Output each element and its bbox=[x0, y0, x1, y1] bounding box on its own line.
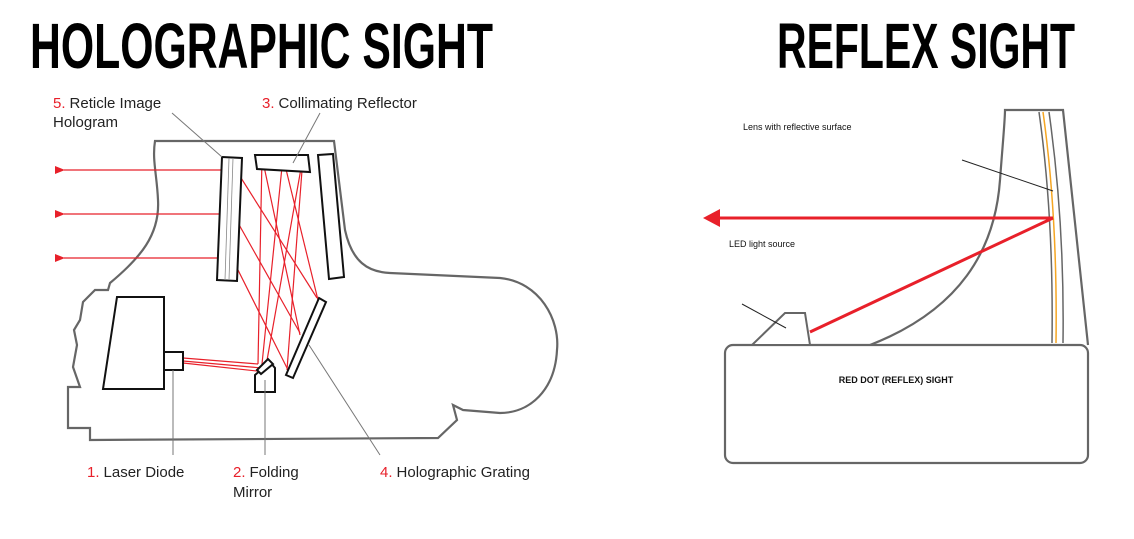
collimating-reflector bbox=[253, 154, 312, 174]
label-led: LED light source bbox=[729, 239, 795, 249]
label-holographic-grating: 4.Holographic Grating bbox=[380, 464, 530, 481]
beam-arrowhead-icon bbox=[703, 209, 720, 227]
reflex-lens-housing bbox=[869, 108, 1090, 347]
laser-diode bbox=[163, 351, 184, 371]
label-laser-diode: 1.Laser Diode bbox=[87, 464, 184, 481]
led-beam bbox=[809, 216, 1054, 334]
reticle-hologram bbox=[215, 155, 244, 283]
led-light-source bbox=[749, 312, 812, 346]
laser-rays bbox=[55, 156, 319, 373]
holographic-housing bbox=[66, 139, 559, 442]
holographic-title: HOLOGRAPHIC SIGHT bbox=[30, 10, 493, 82]
label-collimating-reflector: 3.Collimating Reflector bbox=[262, 95, 417, 112]
reflex-title: REFLEX SIGHT bbox=[777, 10, 1075, 82]
label-folding-mirror: 2.Folding bbox=[233, 464, 299, 481]
reflective-coating bbox=[1042, 111, 1057, 344]
label-lens: Lens with reflective surface bbox=[743, 122, 852, 132]
label-reticle-hologram: 5.Reticle Image bbox=[53, 95, 161, 112]
laser-diode-body bbox=[101, 296, 165, 390]
holographic-grating bbox=[284, 296, 328, 380]
label-reflex-body: RED DOT (REFLEX) SIGHT bbox=[839, 375, 954, 385]
reflex-body bbox=[723, 343, 1090, 465]
folding-mirror-surface bbox=[255, 357, 275, 376]
label-folding-mirror-line2: Mirror bbox=[233, 484, 272, 501]
label-reticle-hologram-line2: Hologram bbox=[53, 114, 118, 131]
window-glass bbox=[316, 152, 346, 281]
